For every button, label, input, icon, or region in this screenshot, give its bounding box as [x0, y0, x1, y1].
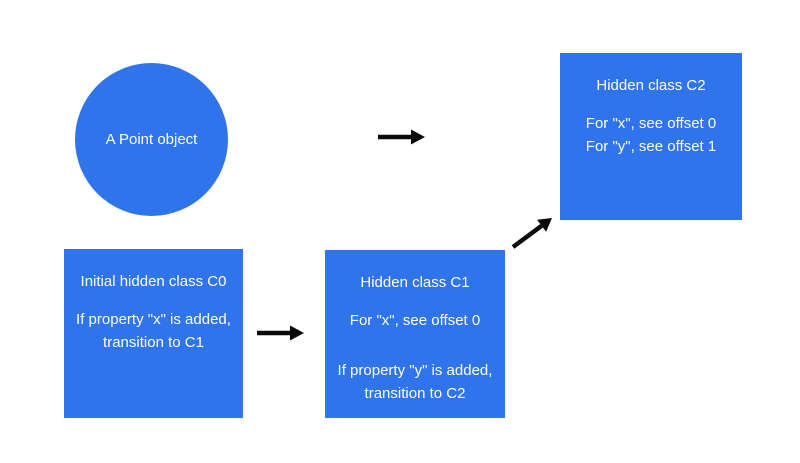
- c0-transition-text: If property "x" is added, transition to …: [76, 311, 231, 351]
- c1-offset-text: For "x", see offset 0: [349, 312, 481, 329]
- arrow-c0-to-c1-icon: [257, 325, 305, 341]
- node-point-object: A Point object: [75, 63, 228, 216]
- point-object-label: A Point object: [105, 131, 198, 148]
- node-hidden-class-c1: Hidden class C1 For "x", see offset 0 If…: [325, 250, 505, 418]
- c1-title: Hidden class C1: [360, 274, 470, 291]
- arrow-c1-to-c2-icon: [508, 212, 556, 252]
- c1-transition-text: If property "y" is added, transition to …: [337, 362, 493, 402]
- c0-title: Initial hidden class C0: [80, 273, 227, 290]
- node-hidden-class-c0: Initial hidden class C0 If property "x" …: [64, 249, 243, 418]
- c2-offsets-text: For "x", see offset 0 For "y", see offse…: [585, 115, 717, 155]
- node-hidden-class-c2: Hidden class C2 For "x", see offset 0 Fo…: [560, 53, 742, 220]
- arrow-object-to-c2-icon: [378, 129, 426, 145]
- c2-title: Hidden class C2: [596, 77, 706, 94]
